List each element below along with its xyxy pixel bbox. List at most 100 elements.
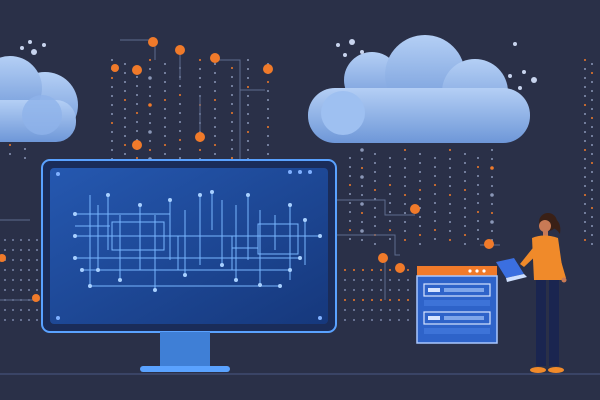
stream-dot — [124, 90, 126, 92]
stream-dot — [231, 121, 233, 123]
stream-dot — [36, 249, 38, 251]
circuit-nodes — [73, 190, 322, 292]
stream-dot — [407, 269, 409, 271]
stream-dot — [477, 166, 479, 168]
stream-dot — [231, 76, 233, 78]
circuit-node — [106, 193, 110, 197]
stream-dot — [231, 157, 233, 159]
stream-dot — [28, 239, 30, 241]
stream-dot — [231, 148, 233, 150]
stream-dot — [214, 117, 216, 119]
stream-dot — [179, 148, 181, 150]
stream-dot — [349, 220, 351, 222]
stream-dot — [404, 167, 406, 169]
stream-dot — [247, 113, 249, 115]
stream-dot — [407, 309, 409, 311]
circuit-node — [153, 288, 157, 292]
stream-dot — [591, 81, 593, 83]
stream-dot — [371, 319, 373, 321]
stream-dot — [149, 95, 151, 97]
stream-dot — [247, 131, 249, 133]
stream-dot — [231, 94, 233, 96]
stream-dot — [149, 113, 151, 115]
stream-dot — [491, 158, 493, 160]
stream-dot — [591, 207, 593, 209]
orange-nodes — [0, 37, 494, 302]
stream-dot — [111, 131, 113, 133]
stream-dot — [584, 212, 586, 214]
stream-dot — [584, 113, 586, 115]
stream-dot — [389, 175, 391, 177]
circuit-node — [220, 263, 224, 267]
stream-dot — [434, 220, 436, 222]
stream-dot — [449, 221, 451, 223]
stream-dot — [389, 289, 391, 291]
stream-dot — [371, 289, 373, 291]
stream-dot — [361, 212, 363, 214]
stream-dot — [389, 166, 391, 168]
stream-dot — [434, 184, 436, 186]
stream-dot — [584, 77, 586, 79]
stream-dot — [267, 90, 269, 92]
stream-dot — [349, 238, 351, 240]
stream-dot — [124, 72, 126, 74]
stream-dot — [148, 130, 152, 134]
stream-dot — [389, 238, 391, 240]
stream-dot — [398, 319, 400, 321]
stream-dot — [361, 185, 363, 187]
stream-dot — [164, 117, 166, 119]
stream-dot — [374, 171, 376, 173]
stream-dot — [584, 185, 586, 187]
circuit-node — [246, 193, 250, 197]
stream-dot — [477, 175, 479, 177]
stream-dot — [591, 90, 593, 92]
stream-dot — [111, 77, 113, 79]
circuit-board-icon — [75, 192, 320, 290]
circuit-node — [73, 234, 77, 238]
stream-dot — [136, 94, 138, 96]
circuit-node — [96, 268, 100, 272]
stream-dot — [136, 76, 138, 78]
stream-dot — [491, 149, 493, 151]
stream-dot — [36, 269, 38, 271]
stream-dot — [374, 180, 376, 182]
stream-dot — [591, 108, 593, 110]
stream-dot — [111, 59, 113, 61]
stream-dot — [449, 158, 451, 160]
stream-dot — [477, 157, 479, 159]
stream-dot — [124, 99, 126, 101]
cloud-left-icon — [0, 56, 78, 142]
stream-dot — [344, 309, 346, 311]
stream-dot — [12, 279, 14, 281]
stream-dot — [124, 135, 126, 137]
stream-dot — [389, 229, 391, 231]
stream-dot — [349, 157, 351, 159]
circuit-node — [168, 198, 172, 202]
stream-dot — [389, 202, 391, 204]
stream-dot — [591, 243, 593, 245]
stream-dot — [247, 122, 249, 124]
stream-dot — [491, 176, 493, 178]
stream-dot — [491, 185, 493, 187]
stream-dot — [136, 130, 138, 132]
stream-dot — [389, 211, 391, 213]
stream-dot — [12, 319, 14, 321]
stream-dot — [214, 63, 216, 65]
stream-dot — [584, 122, 586, 124]
stream-dot — [398, 299, 400, 301]
circuit-node — [258, 283, 262, 287]
stream-dot — [407, 319, 409, 321]
stream-dot — [164, 90, 166, 92]
stream-dot — [584, 104, 586, 106]
stream-dot — [371, 279, 373, 281]
cloud-right-icon — [308, 35, 530, 143]
circuit-node — [210, 190, 214, 194]
stream-dot — [398, 279, 400, 281]
stream-dot — [164, 63, 166, 65]
stream-dot — [199, 68, 201, 70]
stream-dot — [267, 126, 269, 128]
stream-dot — [267, 108, 269, 110]
stream-dot — [371, 299, 373, 301]
stream-dot — [179, 139, 181, 141]
stream-dot — [28, 309, 30, 311]
